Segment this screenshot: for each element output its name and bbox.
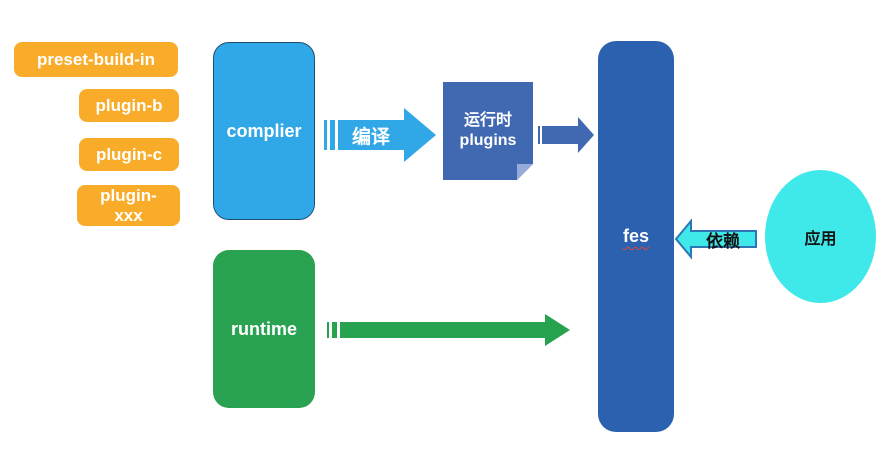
left-arrow-shape	[674, 218, 757, 260]
arrow-tail-stripe	[330, 120, 335, 150]
arrow-tail-stripe	[327, 322, 329, 338]
node-complier: complier	[213, 42, 315, 220]
folded-corner	[517, 164, 533, 180]
arrow-head	[578, 117, 594, 153]
node-label: fes	[622, 226, 649, 246]
badge-plugin-xxx: plugin- xxx	[77, 185, 180, 226]
arrow-shaft	[338, 120, 404, 150]
badge-label: plugin-b	[95, 95, 163, 115]
badge-preset-build-in: preset-build-in	[14, 42, 178, 77]
badge-plugin-c: plugin-c	[79, 138, 179, 171]
arrow-tail-stripe	[332, 322, 337, 338]
compile-arrow-label: 编译	[351, 126, 390, 148]
arrow-tail-stripe	[324, 120, 327, 150]
badge-plugin-b: plugin-b	[79, 89, 179, 122]
badge-label: preset-build-in	[36, 49, 156, 69]
node-runtime-plugins: 运行时 plugins	[443, 82, 533, 180]
node-label: 应用	[804, 230, 837, 248]
arrow-shaft	[547, 126, 578, 144]
node-label: 运行时 plugins	[459, 112, 517, 149]
depend-arrow-label: 依赖	[706, 231, 740, 251]
runtime-to-fes-arrow-icon	[327, 314, 570, 346]
node-label: runtime	[230, 318, 297, 339]
node-label: complier	[226, 120, 302, 141]
arrow-head	[404, 108, 436, 162]
depend-arrow-icon: 依赖	[674, 218, 758, 260]
plugins-to-fes-arrow-icon	[537, 117, 594, 153]
node-fes: fes	[598, 41, 674, 432]
arrow-shaft	[340, 322, 545, 338]
arrow-tail-stripe	[538, 126, 540, 144]
arrow-tail-stripe	[542, 126, 547, 144]
node-app: 应用	[765, 170, 876, 303]
compile-arrow-icon: 编译	[324, 108, 436, 162]
node-runtime: runtime	[213, 250, 315, 408]
badge-label: plugin-c	[95, 144, 163, 164]
arrow-head	[545, 314, 570, 346]
badge-label: plugin- xxx	[100, 185, 157, 225]
